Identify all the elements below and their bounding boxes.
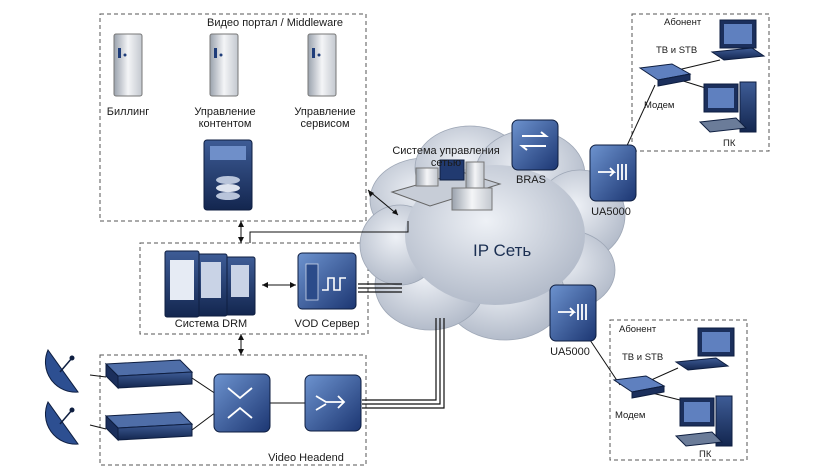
subscriber-top-modem-label: Модем xyxy=(644,100,675,111)
subscriber-bottom-title: Абонент xyxy=(619,324,657,335)
content-mgmt-label: Управление контентом xyxy=(194,106,256,130)
bras-router-icon xyxy=(511,119,559,171)
nms-label: Система управления сетью xyxy=(392,145,500,169)
receiver-icon xyxy=(104,411,194,442)
drm-server-icon xyxy=(164,250,256,318)
service-mgmt-server-icon xyxy=(307,33,337,97)
subscriber-top-tv-label: ТВ и STB xyxy=(656,45,698,56)
subscriber-bottom-box xyxy=(609,319,748,461)
vod-server-icon xyxy=(297,252,357,310)
receiver-icon xyxy=(104,359,194,390)
service-mgmt-label: Управление сервисом xyxy=(294,106,356,130)
database-icon xyxy=(203,139,253,211)
video-portal-label: Видео портал / Middleware xyxy=(207,17,344,29)
modem-icon xyxy=(638,63,692,87)
ua5000-top-label: UA5000 xyxy=(591,206,631,218)
tv-icon xyxy=(710,19,766,61)
nms-server-icon xyxy=(390,159,502,211)
subscriber-bottom-pc-label: ПК xyxy=(699,449,712,460)
drm-label: Система DRM xyxy=(174,318,248,330)
subscriber-bottom-modem-label: Модем xyxy=(615,410,646,421)
billing-label: Биллинг xyxy=(106,106,150,118)
satellite-dish-icon xyxy=(44,348,79,393)
arrowheads xyxy=(238,190,398,355)
headend-switch-icon xyxy=(213,373,271,433)
ip-network-label: IP Сеть xyxy=(473,241,532,260)
billing-server-icon xyxy=(113,33,143,97)
ua5000-top-icon xyxy=(589,144,637,202)
trunk-lines xyxy=(358,283,445,409)
modem-icon xyxy=(612,375,666,399)
pc-icon xyxy=(674,395,733,447)
tv-icon xyxy=(674,327,735,371)
content-mgmt-server-icon xyxy=(209,33,239,97)
headend-router-icon xyxy=(304,374,362,432)
video-portal-box xyxy=(99,13,367,222)
pc-icon xyxy=(698,81,757,133)
subscriber-top-pc-label: ПК xyxy=(723,138,736,149)
bras-label: BRAS xyxy=(516,174,546,186)
vod-label: VOD Сервер xyxy=(294,318,360,330)
ua5000-bottom-icon xyxy=(549,284,597,342)
headend-label: Video Headend xyxy=(268,452,344,464)
headend-box xyxy=(99,354,367,466)
satellite-dish-icon xyxy=(44,400,79,445)
subscriber-top-box xyxy=(631,13,770,152)
subscriber-top-title: Абонент xyxy=(664,17,702,28)
subscriber-bottom-tv-label: ТВ и STB xyxy=(622,352,664,363)
ua5000-bottom-label: UA5000 xyxy=(550,346,590,358)
